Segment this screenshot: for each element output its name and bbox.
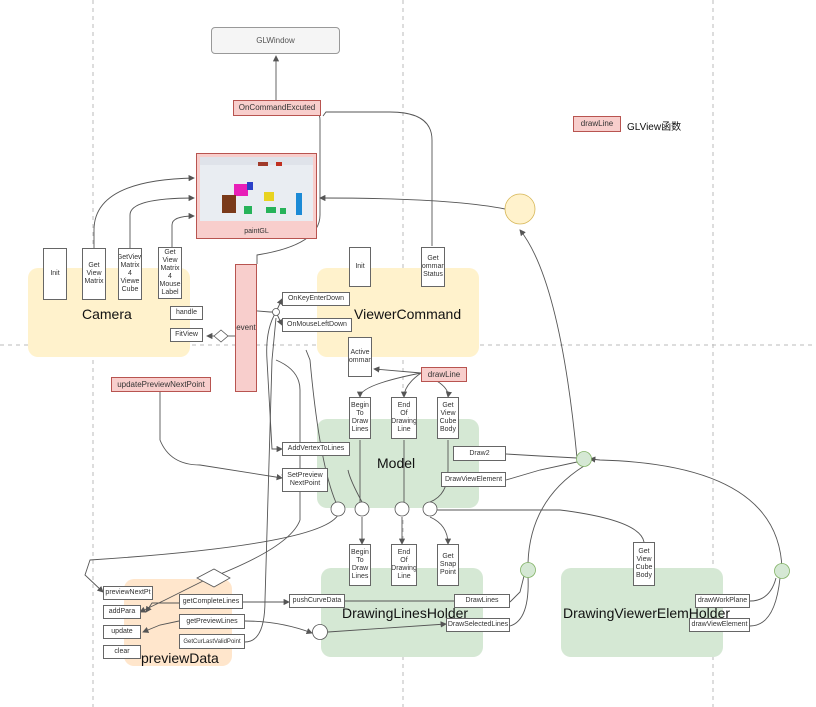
drawing-viewer-elem-holder-title: DrawingViewerElemHolder <box>563 605 731 621</box>
model-title: Model <box>377 455 416 471</box>
lines-holder-get-cur-last-valid-point[interactable]: GetCurLastValidPoint <box>179 634 245 649</box>
viewer-command-active-command[interactable]: Active Command <box>348 337 372 377</box>
lines-holder-end-of-drawing-line[interactable]: End Of Drawing Line <box>391 544 417 586</box>
lines-holder-push-curve-data[interactable]: pushCurveData <box>289 594 345 608</box>
viewer-command-init[interactable]: Init <box>349 247 371 287</box>
lines-holder-draw-selected-lines[interactable]: DrawSelectedLines <box>446 618 510 632</box>
lines-holder-get-snap-point[interactable]: Get Snap Point <box>437 544 459 586</box>
preview-data-update[interactable]: update <box>103 625 141 639</box>
event-split-point <box>272 308 280 316</box>
paint-gl-node[interactable]: paintGL <box>196 153 317 239</box>
event-node[interactable]: event <box>235 264 257 392</box>
model-draw-view-element[interactable]: DrawViewElement <box>441 472 506 487</box>
drawing-lines-holder-title: DrawingLinesHolder <box>342 605 469 621</box>
viewport-preview-image <box>200 157 313 221</box>
viewer-command-on-mouse-left-down[interactable]: OnMouseLeftDown <box>282 318 352 332</box>
legend-key: drawLine <box>573 116 621 132</box>
viewer-command-title: ViewerCommand <box>354 306 462 322</box>
model-set-preview-next-point[interactable]: SetPreview NextPoint <box>282 468 328 492</box>
camera-init[interactable]: Init <box>43 248 67 300</box>
paint-gl-label: paintGL <box>244 228 269 235</box>
model-begin-to-draw-lines[interactable]: Begin To Draw Lines <box>349 397 371 439</box>
draw-line-node[interactable]: drawLine <box>421 367 467 382</box>
lines-holder-begin-to-draw-lines[interactable]: Begin To Draw Lines <box>349 544 371 586</box>
elem-holder-draw-work-plane[interactable]: drawWorkPlane <box>695 594 750 608</box>
model-add-vertex-to-lines[interactable]: AddVertexToLines <box>282 442 350 456</box>
camera-get-view-matrix-4-view-cube[interactable]: GetView Matrix 4 Viewe Cube <box>118 248 142 300</box>
viewer-command-get-command-status[interactable]: Get Command Status <box>421 247 445 287</box>
model-end-of-drawing-line[interactable]: End Of Drawing Line <box>391 397 417 439</box>
viewer-command-group <box>317 268 479 357</box>
preview-data-decision-diamond <box>196 568 231 588</box>
legend-text: GLView函数 <box>627 122 682 133</box>
camera-title: Camera <box>82 306 132 322</box>
preview-data-title: previewData <box>141 650 219 666</box>
elem-holder-get-view-cube-body[interactable]: Get View Cube Body <box>633 542 655 586</box>
camera-handle[interactable]: handle <box>170 306 203 320</box>
preview-data-preview-next-pt[interactable]: previewNextPt <box>103 586 153 600</box>
preview-data-add-para[interactable]: addPara <box>103 605 141 619</box>
camera-get-view-matrix-4-mouse-label[interactable]: Get View Matrix 4 Mouse Label <box>158 247 182 299</box>
camera-get-view-matrix[interactable]: Get View Matrix <box>82 248 106 300</box>
viewport-render <box>200 157 313 221</box>
model-draw2[interactable]: Draw2 <box>453 446 506 461</box>
preview-data-clear[interactable]: clear <box>103 645 141 659</box>
lines-holder-get-complete-lines[interactable]: getCompleteLines <box>179 594 243 609</box>
lines-holder-get-preview-lines[interactable]: getPreviewLines <box>179 614 245 629</box>
update-preview-next-point-node[interactable]: updatePreviewNextPoint <box>111 377 211 392</box>
model-get-view-cube-body[interactable]: Get View Cube Body <box>437 397 459 439</box>
lines-holder-draw-lines[interactable]: DrawLines <box>454 594 510 608</box>
viewer-command-on-key-enter-down[interactable]: OnKeyEnterDown <box>282 292 350 306</box>
camera-fitview[interactable]: FitView <box>170 328 203 342</box>
elem-holder-draw-view-element[interactable]: drawViewElement <box>689 618 750 632</box>
gl-window-node[interactable]: GLWindow <box>211 27 340 54</box>
fitview-decision-diamond <box>213 329 229 343</box>
on-command-excuted-node[interactable]: OnCommandExcuted <box>233 100 321 116</box>
